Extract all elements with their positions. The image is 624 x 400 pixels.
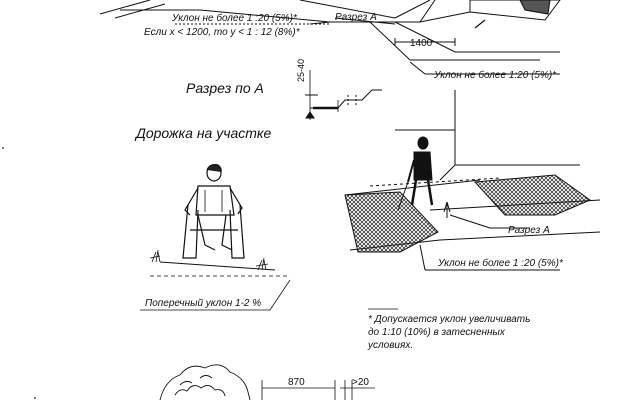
footnote: * Допускается уклон увеличивать до 1:10 … [368,314,531,351]
dimension-1400: 1400 [410,38,433,49]
section-a-detail [305,70,382,120]
slope-note-mid-right: Уклон не более 1 :20 (5%)* [438,258,563,269]
wheelchair-user-illustration [140,163,291,311]
dimension-25-40: 25-40 [296,58,306,82]
slope-condition-note: Если x < 1200, то y < 1 : 12 (8%)* [144,27,300,38]
tactile-paving-left [344,191,439,253]
pedestrian-scene-illustration [344,90,601,271]
heading-path-on-site: Дорожка на участке [136,125,272,141]
cross-slope-note: Поперечный уклон 1-2 % [145,298,262,309]
slope-note-top-left: Уклон не более 1 :20 (5%)* [172,13,297,24]
slope-note-top-right: Уклон не более 1:20 (5%)* [434,70,557,81]
top-plan-drawing [99,0,561,75]
section-a-label-top: Разрез А [335,12,377,23]
tactile-paving-right [473,174,592,216]
heading-section-a: Разрез по А [186,80,264,96]
dimension-870: 870 [288,377,305,388]
dimension-20: >20 [352,377,369,388]
tree-illustration [159,364,251,400]
bottom-dimensions [261,380,375,400]
section-a-label-mid: Разрез А [508,225,550,236]
